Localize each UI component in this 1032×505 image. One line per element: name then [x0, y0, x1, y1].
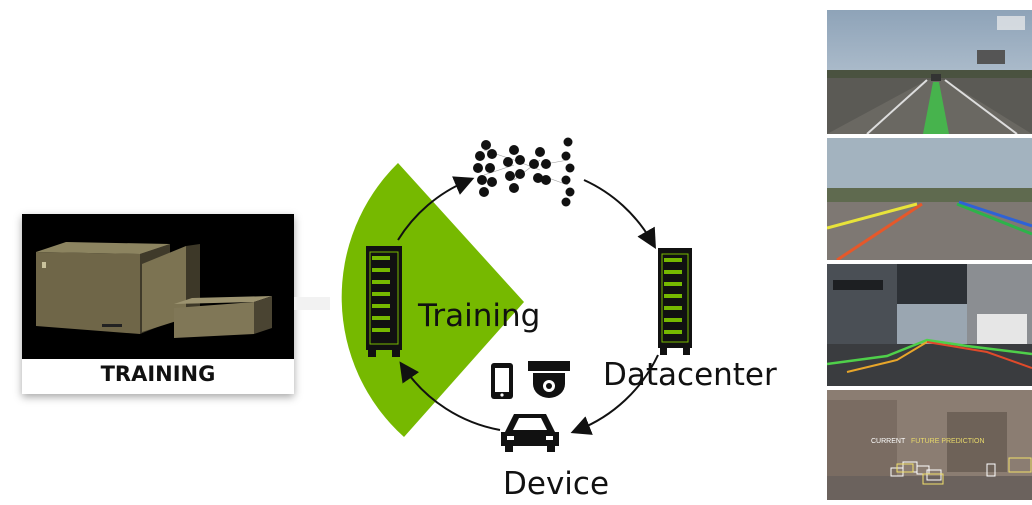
connector-line [294, 297, 330, 310]
neural-network-icon [473, 137, 575, 207]
driving-frame-lanes [827, 138, 1032, 260]
driving-frame-highway [827, 10, 1032, 134]
dgx-server-photo [22, 214, 294, 359]
future-prediction-label: FUTURE PREDICTION [911, 438, 985, 445]
arrow-to-datacenter [583, 179, 656, 249]
arrow-to-device [570, 354, 659, 435]
current-label: CURRENT [871, 438, 906, 445]
training-card: TRAINING [22, 214, 294, 394]
phone-icon [491, 363, 513, 399]
datacenter-label: Datacenter [603, 357, 777, 393]
arrow-to-training [399, 361, 501, 431]
server-rack-icon-datacenter [658, 248, 692, 355]
server-rack-icon-training [366, 246, 402, 357]
security-camera-icon [528, 361, 570, 398]
training-caption: TRAINING [100, 362, 216, 386]
training-label: Training [418, 298, 541, 334]
driving-frame-street [827, 264, 1032, 386]
car-icon [501, 414, 559, 452]
arrow-to-network [397, 176, 475, 241]
device-label: Device [503, 466, 610, 502]
training-wedge [341, 163, 524, 437]
driving-frame-prediction: CURRENT FUTURE PREDICTION [827, 390, 1032, 500]
